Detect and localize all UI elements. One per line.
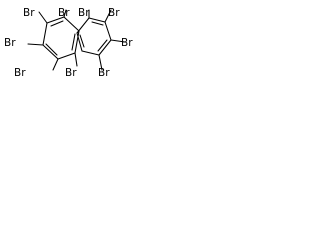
right-ring-bond-1 xyxy=(88,17,106,23)
bromine-label-3: Br xyxy=(4,37,16,49)
bond-to-br-7 xyxy=(104,9,112,23)
left-ring-bond-3 xyxy=(74,30,80,54)
bromine-label-9: Br xyxy=(98,67,110,79)
left-ring-bond-6 xyxy=(42,22,48,46)
bromine-label-5: Br xyxy=(65,67,77,79)
bromine-label-8: Br xyxy=(121,37,133,49)
bromine-label-2: Br xyxy=(58,7,70,19)
right-ring-double-bond-1 xyxy=(91,21,104,26)
bond-to-br-2 xyxy=(63,9,67,18)
right-ring-double-bond-3 xyxy=(79,34,85,48)
bond-to-br-4 xyxy=(52,58,59,71)
left-ring-double-bond-1 xyxy=(50,20,64,27)
right-ring-bond-4 xyxy=(81,50,100,56)
bond-to-br-3 xyxy=(27,43,44,46)
molecule-diagram: Br Br Br Br Br Br Br Br Br Br xyxy=(4,7,133,79)
bromine-label-7: Br xyxy=(108,7,120,19)
right-ring-bond-5 xyxy=(76,32,83,52)
right-ring-double-bond-2 xyxy=(97,39,108,52)
bond-to-br-8 xyxy=(110,39,126,43)
bromine-label-6: Br xyxy=(78,7,90,19)
left-ring-bond-1 xyxy=(46,16,65,24)
left-ring-double-bond-2 xyxy=(71,33,76,51)
left-ring-bond-5 xyxy=(42,44,59,60)
right-ring-bond-2 xyxy=(104,21,112,41)
biaryl-bond xyxy=(76,30,80,34)
molecule-structure-canvas: Br Br Br Br Br Br Br Br Br Br xyxy=(0,0,161,83)
bond-to-br-1 xyxy=(38,11,48,24)
left-ring-bond-2 xyxy=(63,16,80,32)
bond-to-br-9 xyxy=(98,54,103,71)
left-ring-bond-4 xyxy=(57,52,76,60)
bromine-label-1: Br xyxy=(23,7,35,19)
bromine-label-4: Br xyxy=(14,67,26,79)
right-ring-bond-3 xyxy=(98,39,112,56)
bond-to-br-5 xyxy=(74,52,78,67)
left-ring-double-bond-3 xyxy=(45,43,58,56)
